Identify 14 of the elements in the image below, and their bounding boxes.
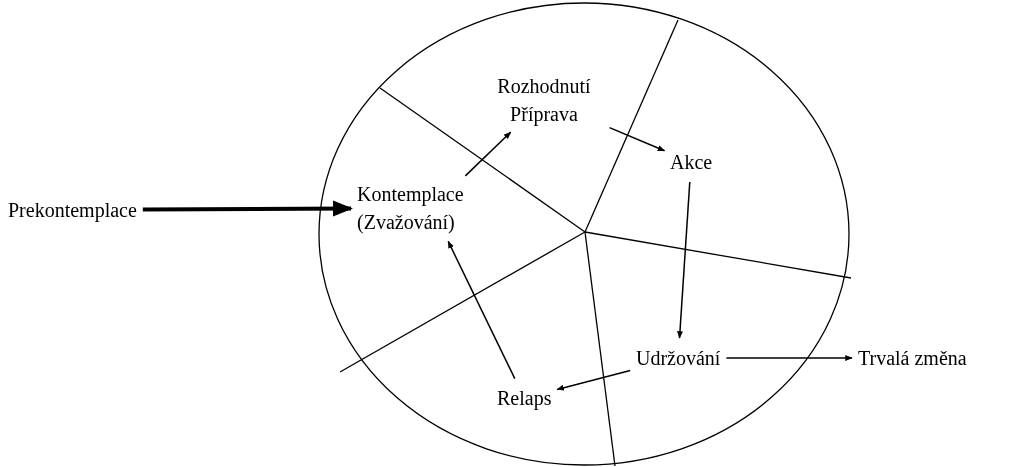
- stage-label: Akce: [670, 148, 713, 176]
- arrow: [676, 181, 691, 339]
- arrow: [142, 200, 353, 217]
- arrow: [608, 126, 666, 152]
- arrow: [464, 131, 512, 177]
- stage-label: Trvalá změna: [858, 344, 967, 372]
- arrow: [725, 355, 853, 361]
- stage-label: Prekontemplace: [8, 196, 137, 224]
- stage-label: Udržování: [636, 344, 721, 372]
- arrow: [556, 369, 631, 391]
- arrow: [447, 240, 516, 380]
- stage-label: Rozhodnutí Příprava: [484, 72, 604, 128]
- stage-label: Relaps: [497, 384, 552, 412]
- stage-label: Kontemplace (Zvažování): [357, 180, 507, 236]
